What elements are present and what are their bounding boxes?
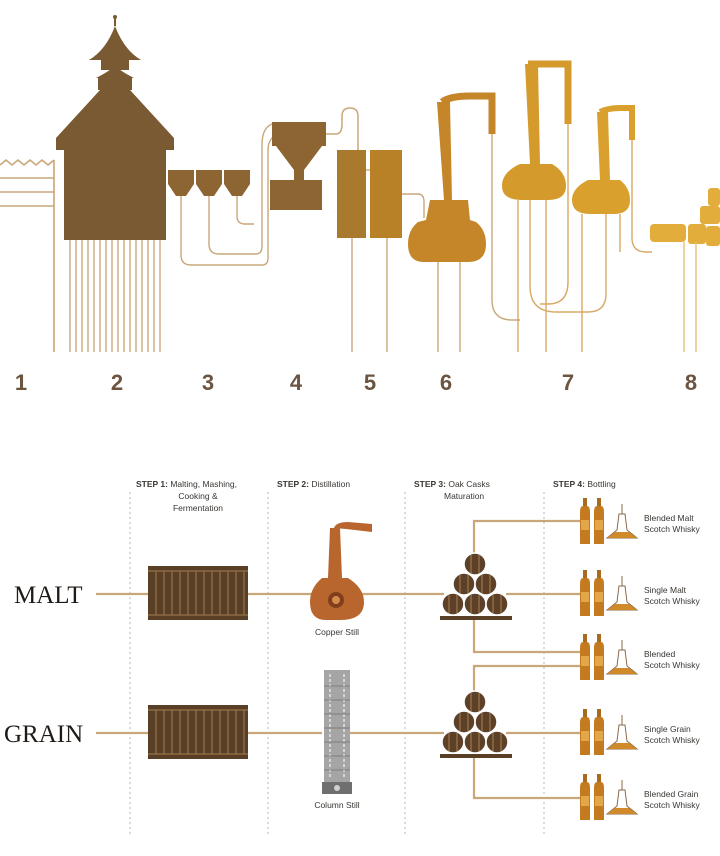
bottle-icon: [580, 498, 590, 544]
svg-text:STEP 3: Oak Casks: STEP 3: Oak Casks: [414, 479, 490, 489]
column-still-icon: [322, 670, 352, 794]
step-header-2: STEP 2: Distillation: [277, 479, 350, 489]
step-2-line-1: Distillation: [309, 479, 350, 489]
wash-backs: [270, 107, 359, 210]
step-number-8: 8: [685, 370, 697, 395]
svg-text:STEP 2: Distillation: STEP 2: Distillation: [277, 479, 350, 489]
product-label-line: Scotch Whisky: [644, 660, 700, 670]
step-number-6: 6: [440, 370, 452, 395]
step-2-bold: STEP 2:: [277, 479, 309, 489]
step-header-4: STEP 4: Bottling: [553, 479, 616, 489]
malt-cask-stack: [440, 552, 512, 620]
svg-text:STEP 4: Bottling: STEP 4: Bottling: [553, 479, 616, 489]
bottle-icon: [594, 709, 604, 755]
malt-mash-tun: [148, 566, 248, 620]
column-still-label: Column Still: [314, 800, 359, 810]
glass-icon: [605, 715, 639, 750]
step-number-2: 2: [111, 370, 123, 395]
grain-label: GRAIN: [4, 721, 83, 748]
bottle-icon: [594, 634, 604, 680]
step-4-bold: STEP 4:: [553, 479, 585, 489]
step-number-3: 3: [202, 370, 214, 395]
malt-label: MALT: [14, 582, 83, 609]
glass-icon: [605, 504, 639, 539]
production-illustration: 1 2 3 4 5 6 7 8: [0, 15, 720, 395]
step-3-line-1: Oak Casks: [446, 479, 490, 489]
column-dividers: [129, 492, 545, 836]
flow-lines: [96, 519, 582, 800]
step-3-bold: STEP 3:: [414, 479, 446, 489]
step-header-1: STEP 1: Malting, Mashing, Cooking & Ferm…: [136, 479, 237, 513]
mash-tuns: [168, 123, 283, 266]
svg-text:STEP 1: Malting, Mashing,: STEP 1: Malting, Mashing,: [136, 479, 237, 489]
bottle-icon: [580, 570, 590, 616]
bottle-icon: [580, 774, 590, 820]
step-number-4: 4: [290, 370, 303, 395]
bottle-icon: [580, 634, 590, 680]
copper-still-label: Copper Still: [315, 627, 359, 637]
casks-and-bottling: [650, 188, 720, 352]
bottle-icon: [594, 498, 604, 544]
spirit-stills: [502, 60, 652, 352]
pagoda-kiln: [56, 15, 174, 352]
flow-diagram: STEP 1: Malting, Mashing, Cooking & Ferm…: [4, 479, 700, 836]
product-label-line: Blended Grain: [644, 789, 699, 799]
grain-mash-tun: [148, 705, 248, 759]
step-number-7: 7: [562, 370, 574, 395]
barley-field: [0, 158, 55, 352]
step-1-bold: STEP 1:: [136, 479, 168, 489]
step-4-line-1: Bottling: [585, 479, 616, 489]
glass-icon: [605, 640, 639, 675]
step-1-line-3: Fermentation: [173, 503, 223, 513]
step-1-line-2: Cooking &: [178, 491, 218, 501]
step-number-5: 5: [364, 370, 376, 395]
step-1-line-1: Malting, Mashing,: [168, 479, 237, 489]
product-label-line: Scotch Whisky: [644, 735, 700, 745]
copper-still-icon: [310, 522, 372, 620]
glass-icon: [605, 576, 639, 611]
bottle-icon: [580, 709, 590, 755]
bottle-icon: [594, 774, 604, 820]
grain-cask-stack: [440, 690, 512, 758]
step-3-line-2: Maturation: [444, 491, 484, 501]
product-label-line: Single Malt: [644, 585, 687, 595]
step-header-3: STEP 3: Oak Casks Maturation: [414, 479, 490, 501]
wash-still: [408, 92, 520, 352]
product-label-line: Scotch Whisky: [644, 596, 700, 606]
kiln-pipes: [69, 240, 161, 352]
product-label-line: Blended: [644, 649, 675, 659]
step-number-1: 1: [15, 370, 27, 395]
product-label-line: Blended Malt: [644, 513, 694, 523]
bottle-icon: [594, 570, 604, 616]
product-label-line: Single Grain: [644, 724, 691, 734]
product-label-line: Scotch Whisky: [644, 800, 700, 810]
product-label-line: Scotch Whisky: [644, 524, 700, 534]
glass-icon: [605, 780, 639, 815]
columns: [337, 150, 425, 352]
